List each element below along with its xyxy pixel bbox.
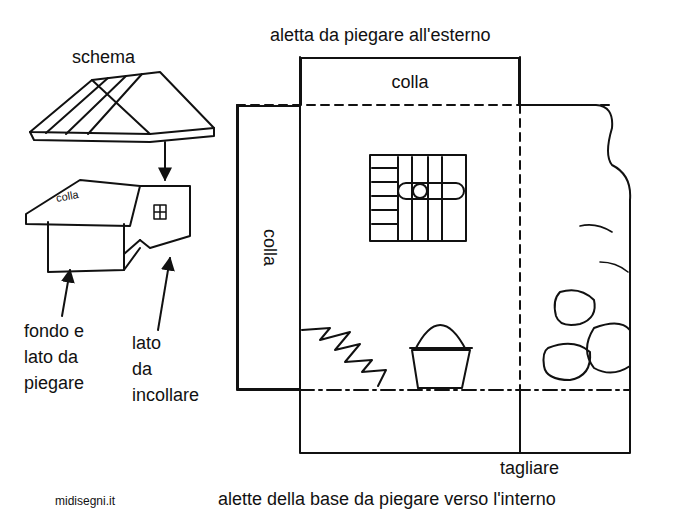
glue-flap: colla bbox=[237, 105, 300, 390]
part-label: lato da incollare bbox=[132, 330, 186, 408]
glue-flap: colla bbox=[300, 57, 520, 105]
house-sketch bbox=[26, 180, 190, 272]
glue-label: colla bbox=[391, 72, 428, 93]
stones bbox=[544, 225, 631, 380]
arrow bbox=[164, 142, 166, 180]
glue-label: colla bbox=[259, 229, 280, 266]
arrow bbox=[158, 258, 170, 330]
roof-sketch bbox=[30, 72, 214, 142]
watermark: midisegni.it bbox=[55, 492, 115, 510]
arrow bbox=[62, 270, 70, 316]
heading-label: schema bbox=[72, 44, 135, 71]
part-label: fondo e lato da piegare bbox=[24, 318, 112, 396]
instruction-label: aletta da piegare all'esterno bbox=[270, 22, 491, 49]
template-outline bbox=[237, 57, 630, 453]
instruction-label: alette della base da piegare verso l'int… bbox=[218, 486, 556, 513]
grass bbox=[302, 328, 386, 386]
window bbox=[370, 155, 466, 241]
cut-label: tagliare bbox=[500, 455, 559, 482]
glue-label: colla bbox=[55, 186, 80, 206]
bucket bbox=[410, 325, 472, 388]
